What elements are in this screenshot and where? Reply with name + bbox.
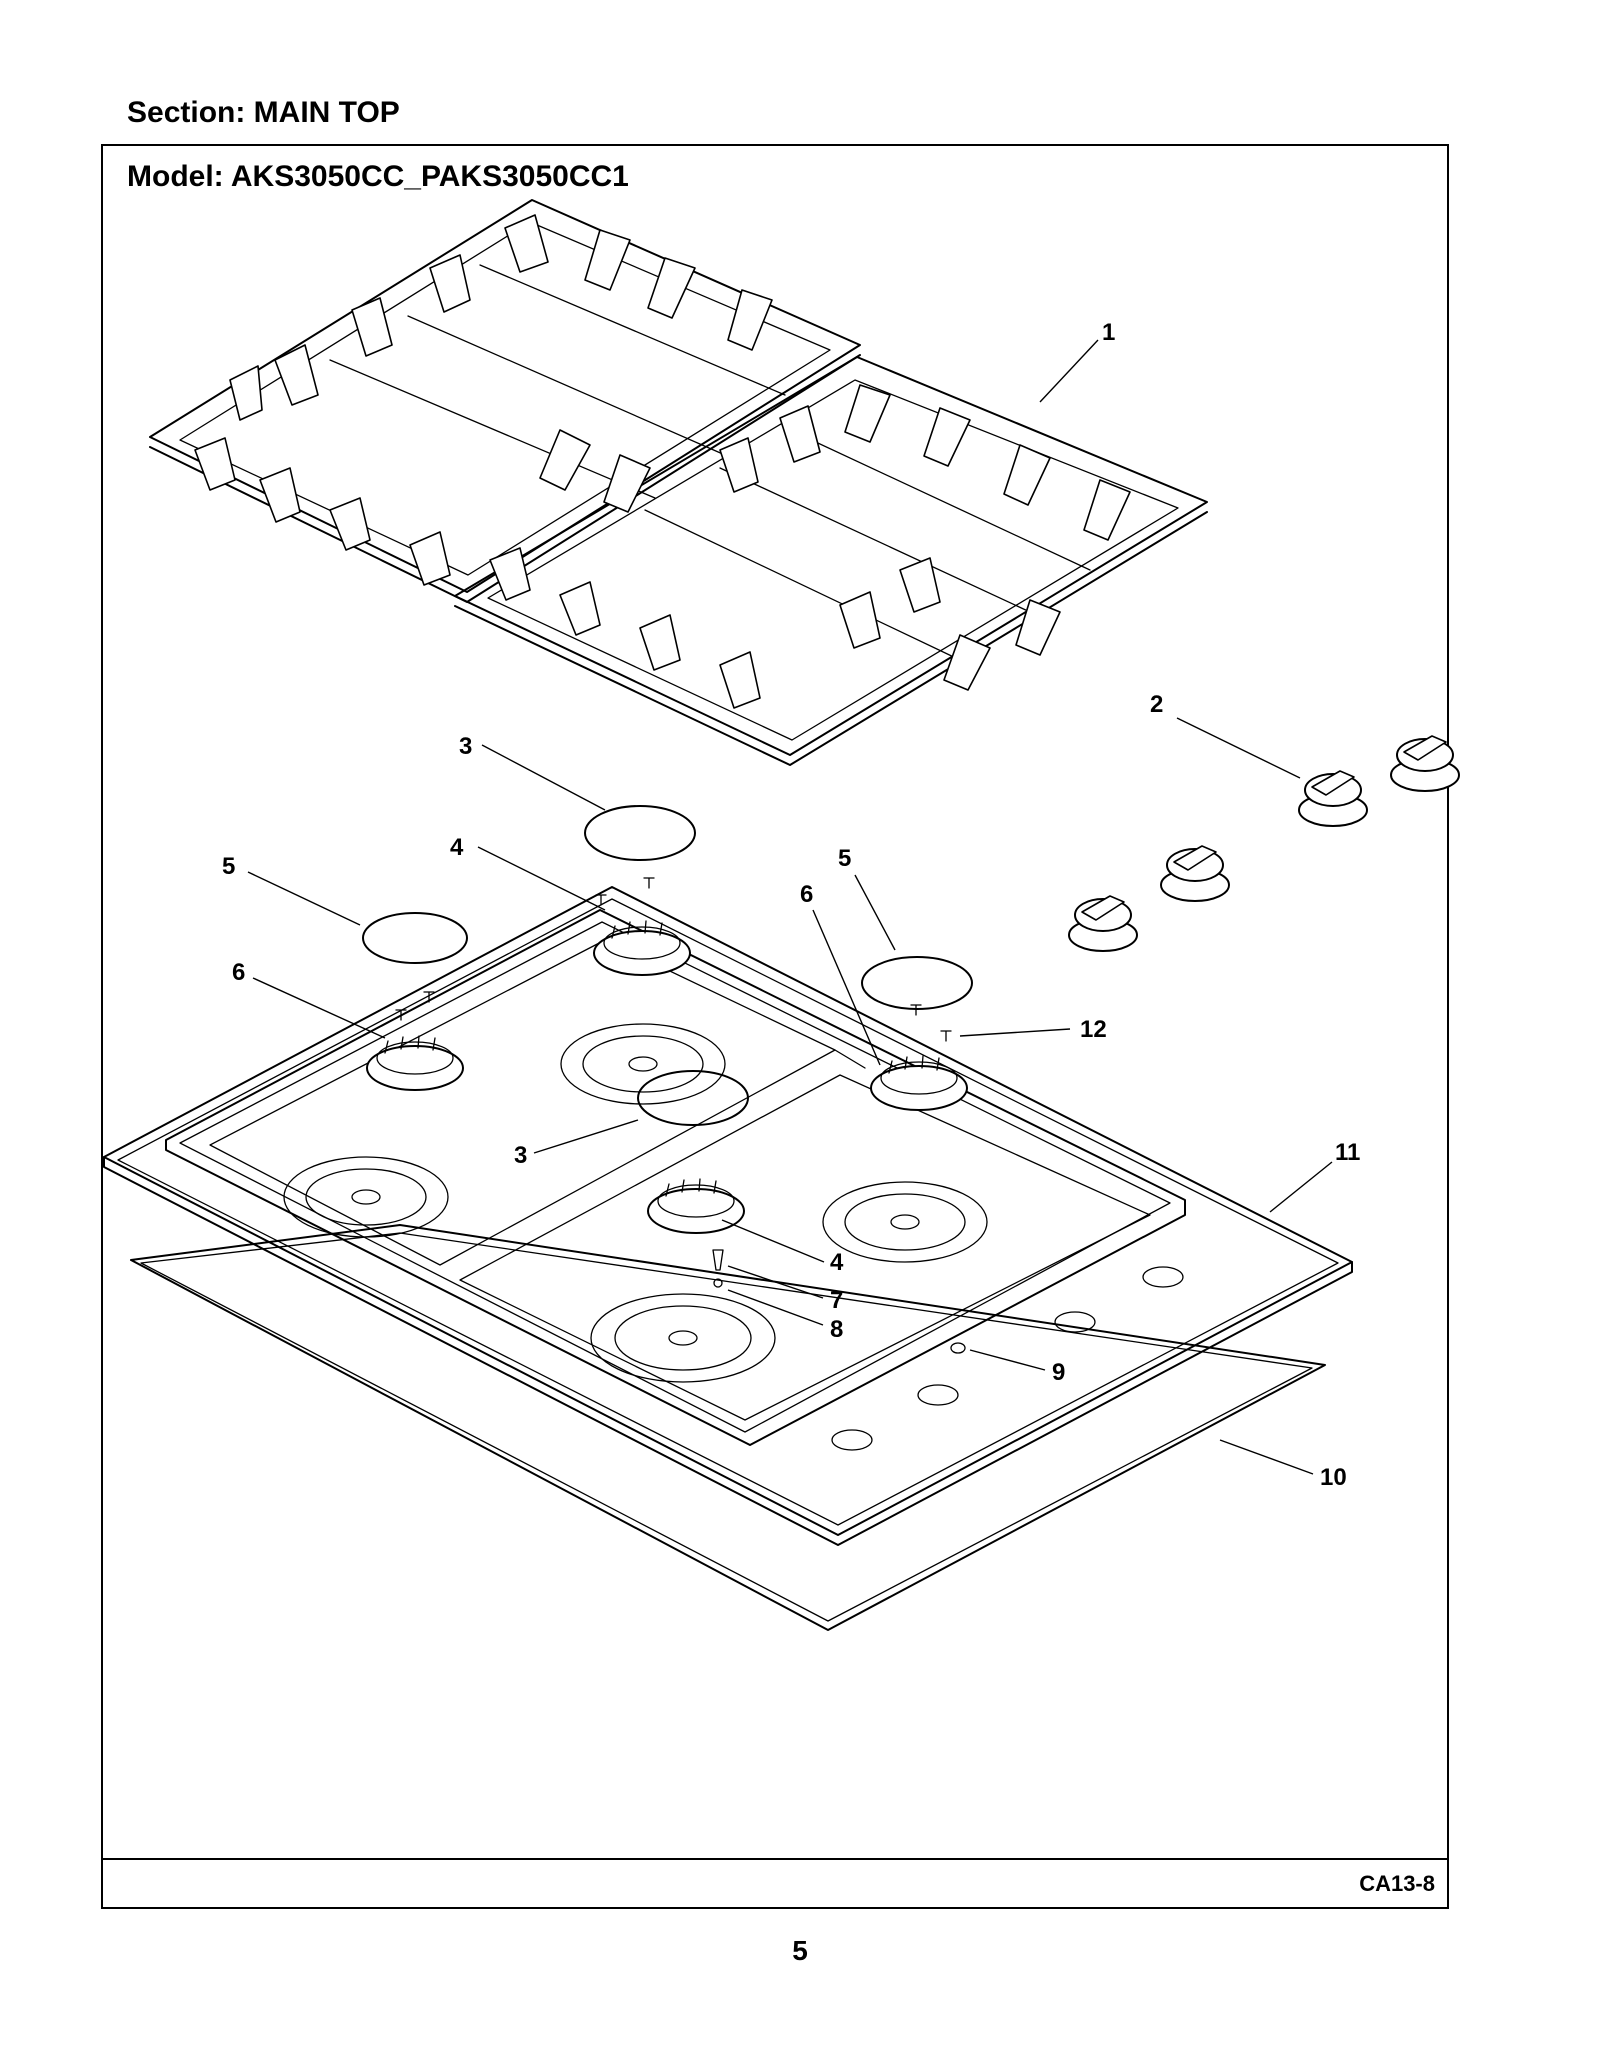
callout-5-right: 5 (838, 845, 851, 872)
knob-4 (1390, 735, 1460, 792)
screws (395, 877, 952, 1042)
callout-1: 1 (1102, 319, 1115, 346)
control-knobs (1068, 735, 1460, 952)
footer-divider (103, 1858, 1447, 1860)
knob-2 (1160, 845, 1230, 902)
callout-9: 9 (1052, 1359, 1065, 1386)
callout-3-upper: 3 (459, 733, 472, 760)
igniter (712, 1249, 724, 1271)
section-title: Section: MAIN TOP (127, 96, 400, 129)
callout-7: 7 (830, 1287, 843, 1314)
burner-base-right (870, 1055, 968, 1111)
small-burner-cap-right (861, 956, 973, 1010)
knob-screw (950, 1342, 966, 1354)
figure-code: CA13-8 (1359, 1871, 1435, 1896)
callout-6-right: 6 (800, 881, 813, 908)
cooktop-gasket (130, 1224, 1326, 1631)
callout-8: 8 (830, 1316, 843, 1343)
page-number: 5 (792, 1935, 808, 1966)
model-title: Model: AKS3050CC_PAKS3050CC1 (127, 160, 629, 193)
diagram-frame: Model: AKS3050CC_PAKS3050CC1 CA13-8 (101, 144, 1449, 1909)
small-burner-cap-left (362, 912, 468, 964)
burner-head-lower (647, 1178, 745, 1234)
callout-2: 2 (1150, 691, 1163, 718)
igniter-clip (713, 1278, 723, 1288)
callout-5-left: 5 (222, 853, 235, 880)
callout-3-lower: 3 (514, 1142, 527, 1169)
burner-base-left (366, 1035, 464, 1091)
callout-6-left: 6 (232, 959, 245, 986)
grate-right (454, 356, 1208, 766)
callout-10: 10 (1320, 1464, 1347, 1491)
knob-1 (1068, 895, 1138, 952)
callout-12: 12 (1080, 1016, 1107, 1043)
callout-4-lower: 4 (830, 1249, 844, 1276)
callout-4-upper: 4 (450, 834, 464, 861)
knob-3 (1298, 770, 1368, 827)
cooktop-main-top (103, 886, 1353, 1546)
leader-lines (247, 339, 1333, 1475)
callout-11: 11 (1335, 1139, 1360, 1166)
large-burner-cap-upper (584, 805, 696, 861)
grate-fingers (194, 214, 1131, 709)
burner-head-upper (593, 920, 691, 976)
